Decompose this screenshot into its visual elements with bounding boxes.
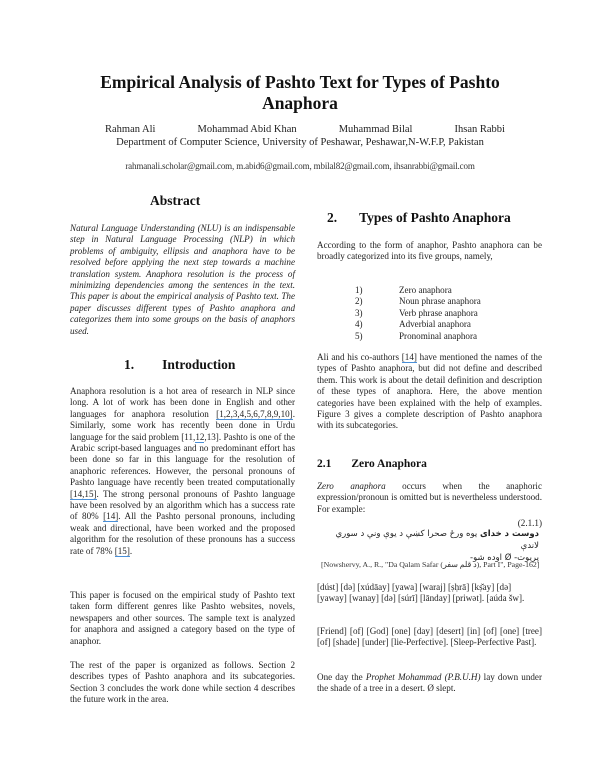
section21-heading: 2.1 Zero Anaphora [317, 458, 427, 470]
citation-link[interactable]: [14] [401, 352, 417, 363]
gloss: [Friend] [of] [God] [one] [day] [desert]… [317, 626, 542, 648]
affiliation: Department of Computer Science, Universi… [116, 137, 484, 148]
section-title: Zero Anaphora [351, 458, 427, 470]
example-citation: [Nowshervy, A., R., "Da Qalam Safar (د ق… [321, 560, 540, 569]
pashto-line-2: پریوت- Ø اوده شو- [470, 553, 539, 563]
section2-heading: 2. Types of Pashto Anaphora [327, 210, 511, 226]
intro-paragraph-1: Anaphora resolution is a hot area of res… [70, 386, 295, 557]
author: Rahman Ali [105, 124, 156, 135]
abstract-text: Natural Language Understanding (NLU) is … [70, 223, 295, 336]
section-number: 2. [327, 210, 338, 225]
author: Muhammad Bilal [338, 124, 413, 135]
title-line-2: Anaphora [262, 93, 338, 113]
citation-link[interactable]: [15] [114, 545, 130, 557]
list-item: 1)Zero anaphora [355, 285, 452, 295]
section2-intro: According to the form of anaphor, Pashto… [317, 240, 542, 262]
list-item: 2)Noun phrase anaphora [355, 296, 481, 307]
zero-anaphora-definition: Zero anaphora occurs when the anaphoric … [317, 481, 542, 514]
title-line-1: Empirical Analysis of Pashto Text for Ty… [100, 72, 500, 92]
author: Ihsan Rabbi [454, 124, 505, 135]
example-number: (2.1.1) [517, 518, 542, 528]
paper-title: Empirical Analysis of Pashto Text for Ty… [60, 72, 540, 114]
section-number: 1. [124, 357, 135, 372]
intro-paragraph-3: The rest of the paper is organized as fo… [70, 660, 295, 705]
citation-link[interactable]: [14,15] [70, 488, 97, 500]
citation-link[interactable]: [1,2,3,4,5,6,7,8,9,10] [216, 408, 293, 420]
author: Mohammad Abid Khan [197, 124, 297, 135]
list-item: 5)Pronominal anaphora [355, 330, 478, 341]
citation-link[interactable]: [14] [103, 511, 119, 523]
section-title: Introduction [162, 357, 236, 372]
transliteration: [dúst] [də] [xúdāay] [yawa] [waraj] [ṣḥr… [317, 582, 525, 604]
citation-link[interactable]: 12 [195, 431, 205, 443]
intro-heading: 1. Introduction [124, 357, 235, 373]
author-list: Rahman Ali Mohammad Abid Khan Muhammad B… [105, 124, 505, 135]
author-emails: rahmanali.scholar@gmail.com, m.abid6@gma… [125, 161, 475, 171]
section-title: Types of Pashto Anaphora [359, 210, 511, 225]
abstract-heading: Abstract [150, 193, 201, 208]
list-item: 3)Verb phrase anaphora [355, 307, 478, 318]
list-item: 4)Adverbial anaphora [355, 319, 471, 330]
intro-paragraph-2: This paper is focused on the empirical s… [70, 590, 295, 646]
pashto-line-1: دوست د خدای یوه ورځ صحرا کښې د یوې ونې د… [335, 529, 539, 551]
translation: One day the Prophet Mohammad (P.B.U.H) l… [317, 672, 542, 694]
section-number: 2.1 [317, 458, 332, 470]
section2-paragraph: Ali and his co-authors [14] have mention… [317, 352, 542, 431]
pashto-example: دوست د خدای یوه ورځ صحرا کښې د یوې ونې د… [317, 528, 539, 564]
anaphora-type-list: 1)Zero anaphora 2)Noun phrase anaphora 3… [355, 285, 481, 342]
